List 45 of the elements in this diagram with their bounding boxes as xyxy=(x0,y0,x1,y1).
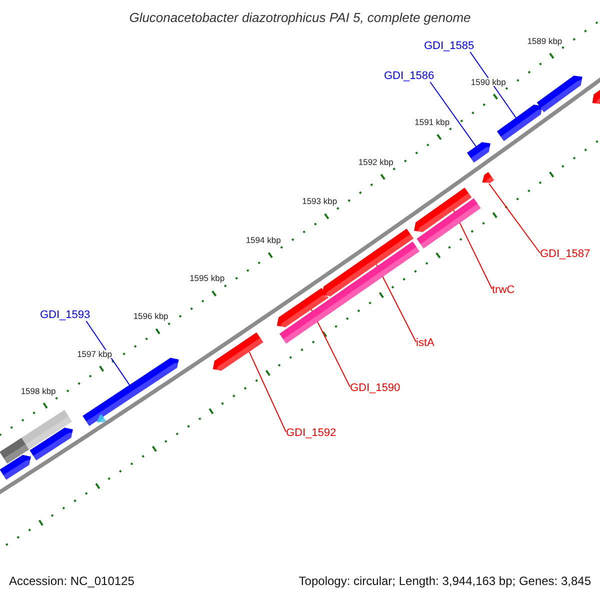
scale-label: 1597 kbp xyxy=(77,350,112,358)
gene-feature xyxy=(416,198,481,249)
gene-label: GDI_1585 xyxy=(424,41,474,52)
leader-line xyxy=(376,264,416,342)
gene-label: GDI_1593 xyxy=(40,310,90,321)
diagram-title: Gluconacetobacter diazotrophicus PAI 5, complete genome xyxy=(128,11,472,24)
gene-feature xyxy=(536,76,584,112)
scale-label: 1594 kbp xyxy=(246,236,281,245)
gene-feature xyxy=(22,410,72,450)
gene-label: GDI_1590 xyxy=(350,383,400,394)
gene-label: GDI_1592 xyxy=(286,428,336,439)
gene-label: GDI_1586 xyxy=(384,71,434,82)
leader-line xyxy=(310,308,350,388)
scale-label: 1593 kbp xyxy=(302,197,338,206)
gene-feature xyxy=(82,358,181,426)
genome-info-text: Topology: circular; Length: 3,944,163 bp; Genes: 3,845 xyxy=(298,575,591,587)
gene-feature xyxy=(96,414,106,424)
scale-label: 1598 kbp xyxy=(20,386,56,396)
leader-line xyxy=(470,52,516,118)
scale-label: 1592 kbp xyxy=(358,158,394,166)
scale-label: 1590 kbp xyxy=(470,78,506,86)
gene-feature xyxy=(0,438,30,464)
gene-feature xyxy=(414,188,472,234)
gene-feature xyxy=(276,288,328,328)
leader-line xyxy=(86,320,130,386)
leader-line xyxy=(430,82,476,147)
gene-feature xyxy=(212,332,264,372)
leader-line xyxy=(488,183,540,254)
gene-label: GDI_1587 xyxy=(540,249,590,260)
gene-feature xyxy=(0,454,33,480)
gene-feature xyxy=(496,104,544,142)
leader-line xyxy=(248,351,286,432)
gene-feature xyxy=(30,428,75,460)
gene-feature xyxy=(466,142,492,163)
gene-feature xyxy=(482,172,494,185)
gene-label: istA xyxy=(416,338,434,349)
scale-label: 1595 kbp xyxy=(190,274,225,283)
gene-feature xyxy=(322,228,414,298)
scale-label: 1596 kbp xyxy=(133,312,168,321)
accession-text: Accession: NC_010125 xyxy=(9,575,134,587)
scale-label: 1589 kbp xyxy=(527,36,562,46)
gene-feature xyxy=(592,88,600,106)
scale-label: 1591 kbp xyxy=(414,118,450,127)
gene-label: trwC xyxy=(492,285,515,296)
leader-line xyxy=(453,210,492,290)
